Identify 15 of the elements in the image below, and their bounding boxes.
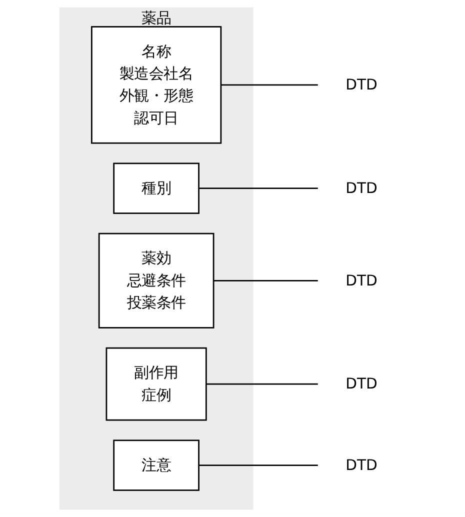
connector <box>206 383 318 385</box>
node-text: DTD <box>346 179 378 197</box>
connector <box>214 280 318 282</box>
connector <box>221 84 318 86</box>
node-box: 種別 <box>113 162 200 214</box>
node-text: DTD <box>346 374 378 392</box>
node-box: 薬効 忌避条件 投薬条件 <box>98 232 215 328</box>
node-box: 名称 製造会社名 外観・形態 認可日 <box>91 26 222 144</box>
connector <box>199 464 318 466</box>
node-box: 副作用 症例 <box>106 347 208 421</box>
node-text: DTD <box>346 456 378 474</box>
node-box: 注意 <box>113 440 200 491</box>
node-text: DTD <box>346 76 378 94</box>
node-text: DTD <box>346 271 378 289</box>
connector <box>199 188 318 190</box>
